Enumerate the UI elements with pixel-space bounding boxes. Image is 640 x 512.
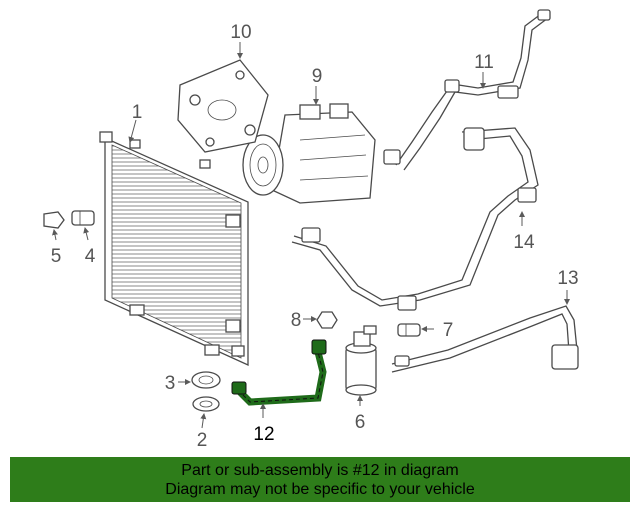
bracket-part[interactable] [177, 59, 269, 153]
callout-5: 5 [51, 246, 62, 267]
callout-1: 1 [132, 102, 143, 123]
banner-line-1: Part or sub-assembly is #12 in diagram [181, 462, 459, 479]
pressure-switch-part[interactable] [397, 323, 421, 337]
callout-4: 4 [85, 246, 96, 267]
callout-10: 10 [230, 22, 251, 43]
callout-8: 8 [291, 310, 302, 331]
pad-part-3[interactable] [191, 371, 221, 389]
callout-lines [52, 42, 570, 429]
hose-part-14[interactable] [291, 127, 539, 311]
callout-9: 9 [312, 66, 323, 87]
hose-part-11[interactable] [383, 9, 551, 171]
callout-12: 12 [253, 424, 274, 445]
hose-part-12-highlighted[interactable] [231, 339, 327, 406]
valve-part-4[interactable] [71, 210, 95, 226]
callout-6: 6 [355, 412, 366, 433]
cap-part-5[interactable] [43, 211, 65, 229]
pad-part-2[interactable] [192, 396, 220, 412]
callout-7: 7 [443, 320, 454, 341]
banner-line-2: Diagram may not be specific to your vehi… [165, 481, 475, 498]
callout-3: 3 [165, 373, 176, 394]
nut-part-8[interactable] [316, 311, 338, 329]
callout-14: 14 [513, 232, 535, 253]
callout-13: 13 [557, 268, 578, 289]
parts-diagram: 1 2 3 4 5 6 7 8 9 10 11 12 13 14 [43, 9, 579, 451]
hose-part-13[interactable] [391, 305, 579, 373]
callout-2: 2 [197, 430, 208, 451]
receiver-drier-part[interactable] [345, 325, 377, 396]
condenser-part[interactable] [99, 131, 249, 367]
compressor-part[interactable] [242, 103, 376, 204]
notice-banner: Part or sub-assembly is #12 in diagram D… [10, 457, 630, 502]
callout-11: 11 [474, 52, 494, 73]
